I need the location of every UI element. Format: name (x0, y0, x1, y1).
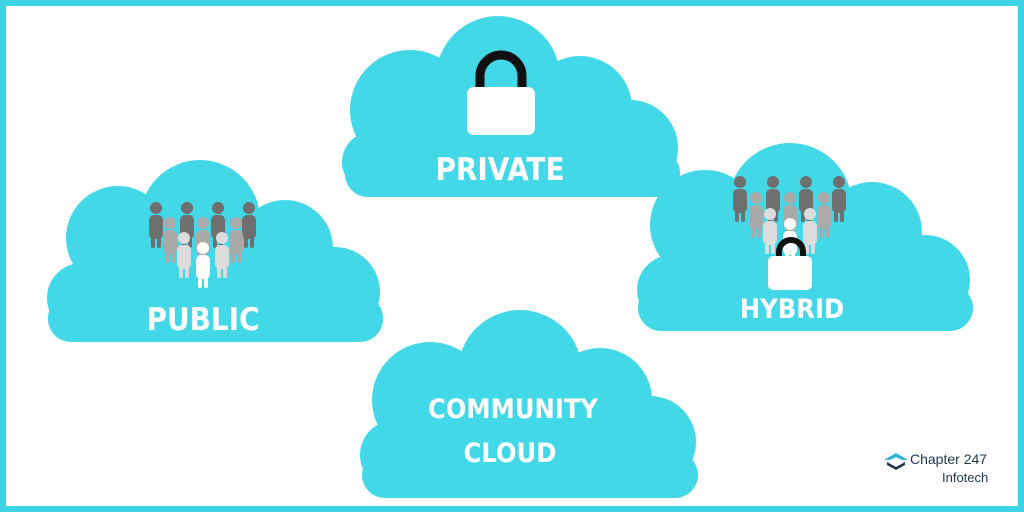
cloud-private-label: PRIVATE (435, 152, 564, 188)
people-group-with-lock-icon (733, 176, 846, 290)
cloud-community-label-line2: CLOUD (464, 438, 557, 469)
cloud-public: PUBLIC (47, 160, 383, 342)
cloud-private: PRIVATE (342, 16, 680, 197)
chapter247-logo-icon (884, 453, 908, 470)
cloud-community-label-line1: COMMUNITY (428, 394, 598, 425)
chapter247-logo: Chapter 247 Infotech (880, 448, 1008, 494)
cloud-public-label: PUBLIC (147, 302, 260, 338)
logo-name: Chapter 247 (910, 451, 988, 467)
cloud-community: COMMUNITY CLOUD (360, 310, 698, 498)
cloud-hybrid: HYBRID (637, 143, 973, 331)
cloud-community-shape (360, 310, 698, 498)
logo-sub: Infotech (942, 470, 989, 485)
lock-icon (467, 50, 535, 135)
hybrid-lock-icon (768, 237, 812, 290)
cloud-private-shape (342, 16, 680, 197)
cloud-hybrid-label: HYBRID (740, 294, 844, 325)
